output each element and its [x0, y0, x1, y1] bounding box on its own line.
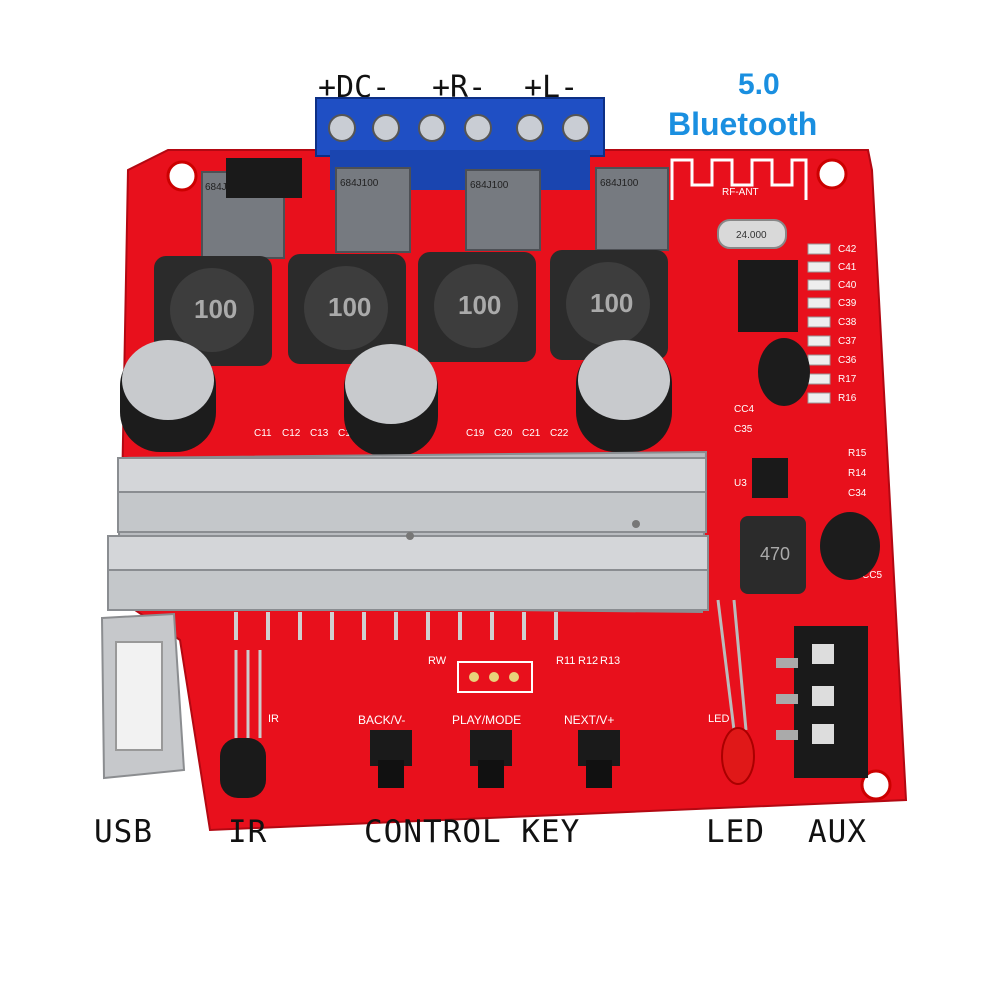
led [716, 599, 755, 785]
small-capacitor [820, 512, 880, 580]
usb-port [100, 612, 186, 780]
silk-r13: R13 [600, 655, 620, 667]
silk-rw: RW [428, 655, 447, 667]
inductor-code-text: 100 [194, 294, 237, 324]
aux-jack [776, 626, 868, 778]
silk-c35: C35 [734, 424, 753, 435]
silk-cc5: CC5 [862, 570, 882, 581]
led-label: LED [706, 814, 765, 850]
small-inductor [740, 516, 806, 594]
silk-c13: C13 [310, 428, 329, 439]
silk-c14: C14 [338, 428, 357, 439]
usb-label: USB [94, 814, 153, 850]
cap-code-text: 684J100 [205, 182, 244, 193]
silk-back: BACK/V- [358, 713, 405, 727]
small-capacitor [758, 338, 810, 406]
silk-c11: C11 [254, 428, 272, 439]
silk-c42: C42 [838, 244, 857, 255]
rw-header [457, 661, 533, 693]
aux-label: AUX [808, 814, 867, 850]
mounting-hole [166, 160, 198, 192]
inductors [154, 250, 668, 366]
control-buttons [370, 730, 620, 788]
silk-r17: R17 [838, 374, 857, 385]
silk-c12: C12 [282, 428, 301, 439]
mounting-hole [816, 158, 848, 190]
silk-c41: C41 [838, 262, 857, 273]
inductor-code-text: 100 [458, 290, 501, 320]
ir-label: IR [228, 814, 268, 850]
regulator-chip [226, 158, 302, 198]
silk-u3: U3 [734, 478, 747, 489]
silk-led: LED [708, 713, 729, 725]
bluetooth-chip [738, 260, 798, 332]
heat-sink [107, 450, 709, 614]
cap-code-text: 684J100 [340, 178, 379, 189]
silk-c22: C22 [550, 428, 569, 439]
crystal-text: 24.000 [736, 230, 767, 241]
silk-c40: C40 [838, 280, 857, 291]
amp-chip-pins [234, 612, 558, 640]
silk-c37: C37 [838, 336, 857, 347]
silk-c20: C20 [494, 428, 513, 439]
silk-r14: R14 [848, 468, 867, 479]
terminal-screws [328, 114, 590, 142]
silk-c21: C21 [522, 428, 541, 439]
silk-cc4: CC4 [734, 404, 754, 415]
bluetooth-label: Bluetooth [668, 106, 818, 142]
silk-c34: C34 [848, 488, 867, 499]
cap-code-text: 684J100 [470, 180, 509, 191]
crystal [717, 219, 787, 249]
small-inductor-code: 470 [760, 544, 790, 564]
inductor-code-text: 100 [328, 292, 371, 322]
silk-r15: R15 [848, 448, 867, 459]
silk-r16: R16 [838, 393, 857, 404]
silk-c39: C39 [838, 298, 857, 309]
silk-ir: IR [268, 713, 279, 725]
silk-play: PLAY/MODE [452, 713, 521, 727]
opamp-chip [752, 458, 788, 498]
ir-receiver [220, 650, 266, 798]
silk-c19: C19 [466, 428, 485, 439]
rf-ant-text: RF-ANT [722, 187, 759, 198]
cap-code-text: 684J100 [600, 178, 639, 189]
bluetooth-version: 5.0 [738, 68, 780, 101]
electrolytic-capacitors [120, 340, 672, 456]
rf-antenna-trace [670, 158, 808, 200]
screw-terminal-block [315, 97, 605, 157]
inductor-code-text: 100 [590, 288, 633, 318]
mounting-hole [860, 769, 892, 801]
control-key-label: CONTROL KEY [364, 814, 581, 850]
silk-c36: C36 [838, 355, 857, 366]
silk-next: NEXT/V+ [564, 713, 614, 727]
silk-c38: C38 [838, 317, 857, 328]
silk-r12: R12 [578, 655, 598, 667]
silk-r11: R11 [556, 655, 575, 667]
